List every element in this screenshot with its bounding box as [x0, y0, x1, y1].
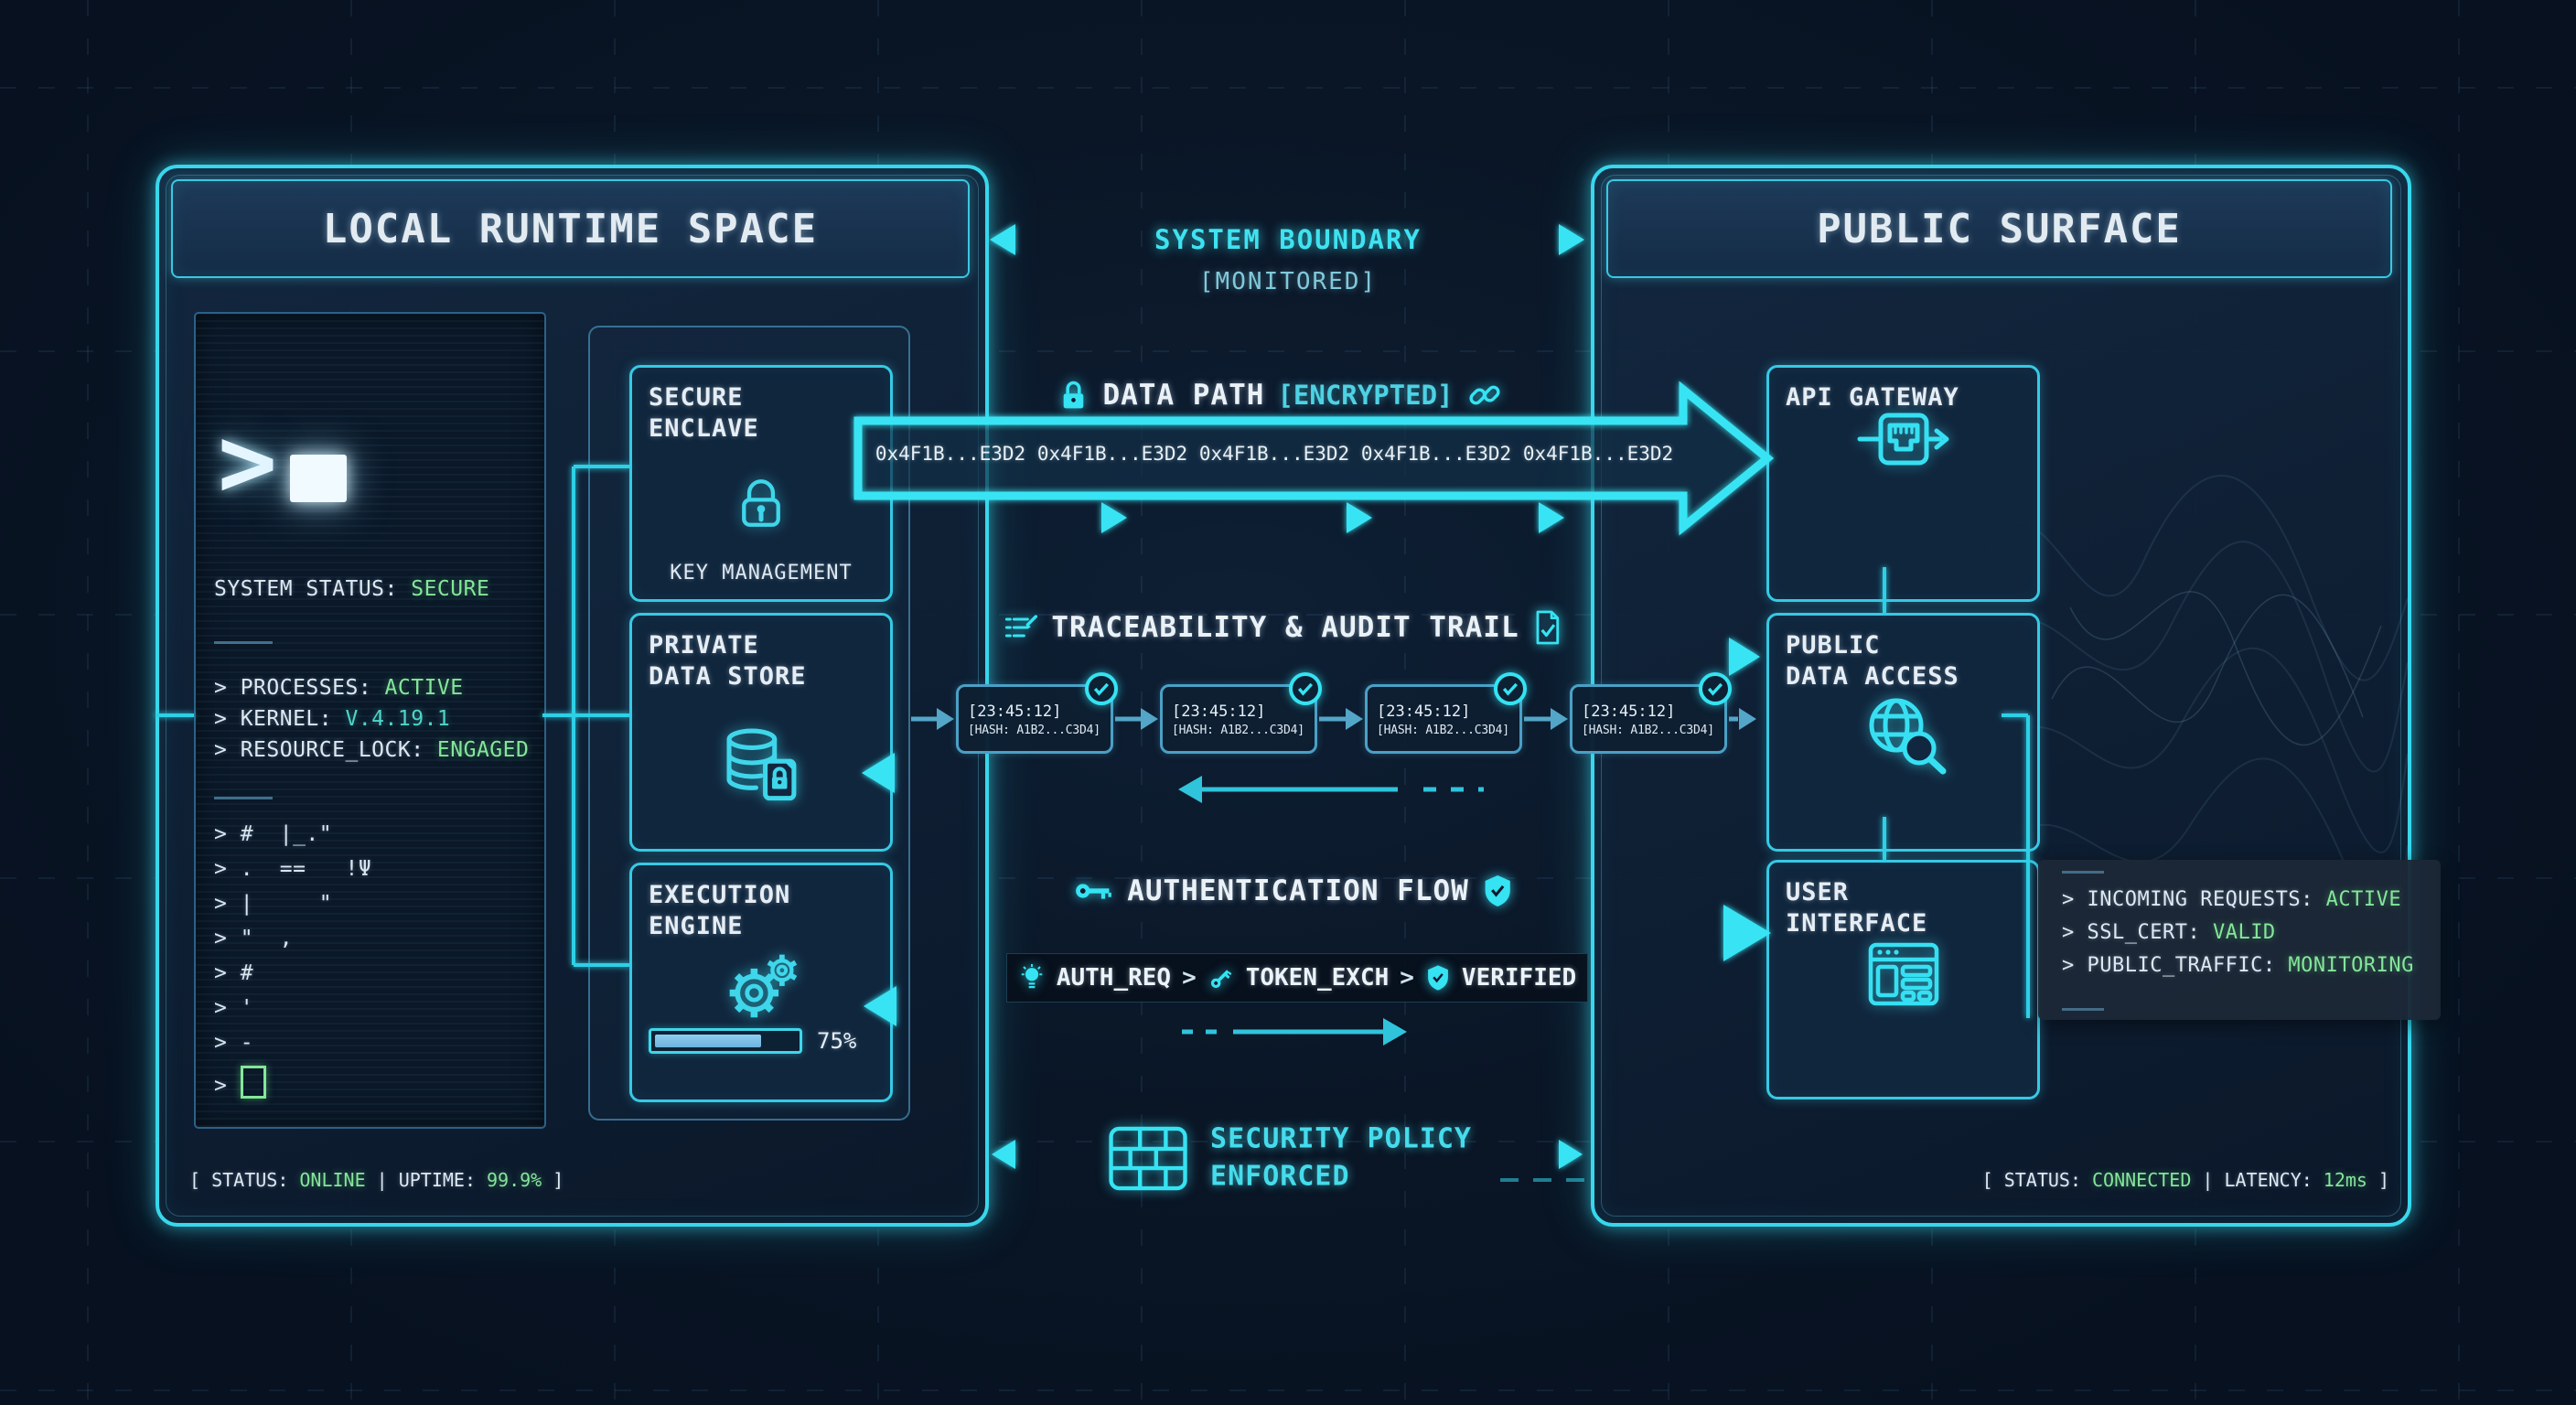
traffic-monitor-panel: > INCOMING REQUESTS: ACTIVE > SSL_CERT: … — [2038, 860, 2441, 1020]
ethernet-icon — [1846, 401, 1961, 485]
ascii-art-line: > | " — [214, 892, 333, 916]
check-circle-icon — [1289, 672, 1322, 705]
terminal-divider — [214, 797, 273, 799]
ascii-art-line: > - — [214, 1031, 254, 1055]
readout-processes: > PROCESSES: ACTIVE — [214, 676, 464, 700]
right-status-bar: [ STATUS:CONNECTED| LATENCY:12ms] — [1981, 1169, 2389, 1191]
terminal-prompt: > — [218, 405, 348, 520]
audit-entry: [23:45:12] [HASH: A1B2...C3D4] — [1365, 672, 1527, 754]
ascii-art-line: > # |_." — [214, 822, 333, 846]
key-icon — [1074, 877, 1114, 905]
lock-icon — [1057, 378, 1089, 413]
progress-value: 75% — [817, 1027, 857, 1054]
audit-entry: [23:45:12] [HASH: A1B2...C3D4] — [1160, 672, 1322, 754]
lock-icon — [725, 470, 797, 536]
monitor-line-traffic: > PUBLIC_TRAFFIC: MONITORING — [2062, 954, 2414, 977]
left-panel-title: LOCAL RUNTIME SPACE — [322, 205, 819, 252]
system-boundary-tag: [MONITORED] — [1198, 268, 1378, 295]
monitor-line-requests: > INCOMING REQUESTS: ACTIVE — [2062, 888, 2402, 911]
key-icon — [1208, 964, 1235, 992]
ascii-art-line: > " , — [214, 927, 294, 950]
left-status-bar: [ STATUS:ONLINE| UPTIME:99.9%] — [189, 1169, 564, 1191]
check-circle-icon — [1699, 672, 1732, 705]
terminal-cursor — [240, 1066, 266, 1099]
progress-row: 75% — [649, 1027, 874, 1054]
audit-entry: [23:45:12] [HASH: A1B2...C3D4] — [956, 672, 1118, 754]
data-path-label: DATA PATH [ENCRYPTED] — [1057, 378, 1504, 413]
checklist-icon — [1002, 610, 1038, 645]
ascii-art-line: > . == !Ψ — [214, 857, 372, 881]
database-lock-icon — [714, 721, 809, 805]
bulb-icon — [1018, 963, 1046, 992]
system-boundary-label: SYSTEM BOUNDARY — [1154, 224, 1422, 255]
terminal-divider — [214, 641, 273, 644]
progress-fill — [655, 1034, 761, 1047]
monitor-line-ssl: > SSL_CERT: VALID — [2062, 921, 2276, 944]
ascii-art-line: > # — [214, 961, 254, 985]
check-circle-icon — [1085, 672, 1118, 705]
auth-flow-label: AUTHENTICATION FLOW — [1074, 874, 1513, 908]
monitor-divider — [2062, 871, 2104, 874]
browser-window-icon — [1852, 932, 1955, 1016]
ascii-art-line: > ' — [214, 996, 254, 1020]
shield-check-icon — [1425, 964, 1451, 992]
chain-link-icon — [1466, 378, 1505, 413]
globe-search-icon — [1858, 687, 1949, 778]
firewall-brick-icon — [1108, 1124, 1188, 1192]
monitor-divider — [2062, 1008, 2104, 1011]
prompt-chevron-icon: > — [218, 405, 278, 520]
terminal-window: > SYSTEM STATUS: SECURE > PROCESSES: ACT… — [194, 312, 546, 1129]
node-caption: KEY MANAGEMENT — [670, 562, 853, 585]
auth-steps-banner: AUTH_REQ > TOKEN_EXCH > VERIFIED — [1006, 953, 1588, 1003]
ascii-cursor-line: > — [214, 1066, 266, 1099]
shield-check-icon — [1482, 874, 1513, 908]
node-title: API GATEWAY — [1786, 383, 1959, 412]
readout-resource-lock: > RESOURCE_LOCK: ENGAGED — [214, 738, 530, 762]
progress-bar — [649, 1027, 802, 1054]
system-status-value — [398, 577, 411, 601]
prompt-cursor-block — [290, 455, 348, 503]
system-status-line: SYSTEM STATUS: SECURE — [214, 577, 490, 601]
encrypted-payload: 0x4F1B...E3D2 0x4F1B...E3D2 0x4F1B...E3D… — [875, 443, 1674, 465]
readout-kernel: > KERNEL: V.4.19.1 — [214, 707, 451, 731]
check-circle-icon — [1494, 672, 1527, 705]
audit-trail-label: TRACEABILITY & AUDIT TRAIL — [1002, 609, 1562, 646]
api-gateway-node: API GATEWAY — [1766, 365, 2040, 602]
gears-icon — [715, 948, 807, 1023]
local-runtime-header: LOCAL RUNTIME SPACE — [171, 179, 970, 278]
right-panel-title: PUBLIC SURFACE — [1817, 205, 2182, 252]
document-check-icon — [1532, 609, 1563, 646]
audit-entry: [23:45:12] [HASH: A1B2...C3D4] — [1570, 672, 1732, 754]
public-surface-header: PUBLIC SURFACE — [1606, 179, 2392, 278]
